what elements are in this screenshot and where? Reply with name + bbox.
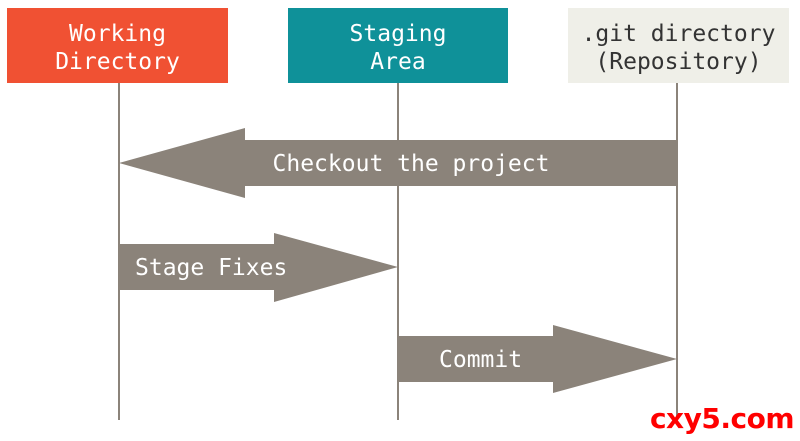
arrow-commit-label: Commit	[439, 347, 522, 373]
box-repo-line1: .git directory	[582, 21, 776, 47]
arrow-commit: Commit	[398, 325, 677, 393]
box-repo-line2: (Repository)	[595, 49, 761, 75]
box-working-line2: Directory	[55, 49, 180, 75]
box-working-directory: Working Directory	[7, 8, 228, 83]
box-repo-bg	[568, 8, 789, 83]
arrow-stage-fixes: Stage Fixes	[119, 233, 398, 302]
arrow-checkout-shape	[119, 128, 677, 198]
box-staging-area: Staging Area	[288, 8, 508, 83]
watermark-logo: cxy5.com	[649, 402, 795, 435]
box-staging-line2: Area	[370, 49, 425, 75]
arrow-checkout: Checkout the project	[119, 128, 677, 198]
box-staging-bg	[288, 8, 508, 83]
box-working-line1: Working	[69, 21, 166, 47]
box-working-bg	[7, 8, 228, 83]
arrow-stage-fixes-label: Stage Fixes	[135, 255, 287, 281]
arrow-stage-fixes-shape	[119, 233, 398, 302]
box-git-repository: .git directory (Repository)	[568, 8, 789, 83]
arrow-checkout-label: Checkout the project	[273, 151, 550, 177]
box-staging-line1: Staging	[350, 21, 447, 47]
arrow-commit-shape	[398, 325, 677, 393]
